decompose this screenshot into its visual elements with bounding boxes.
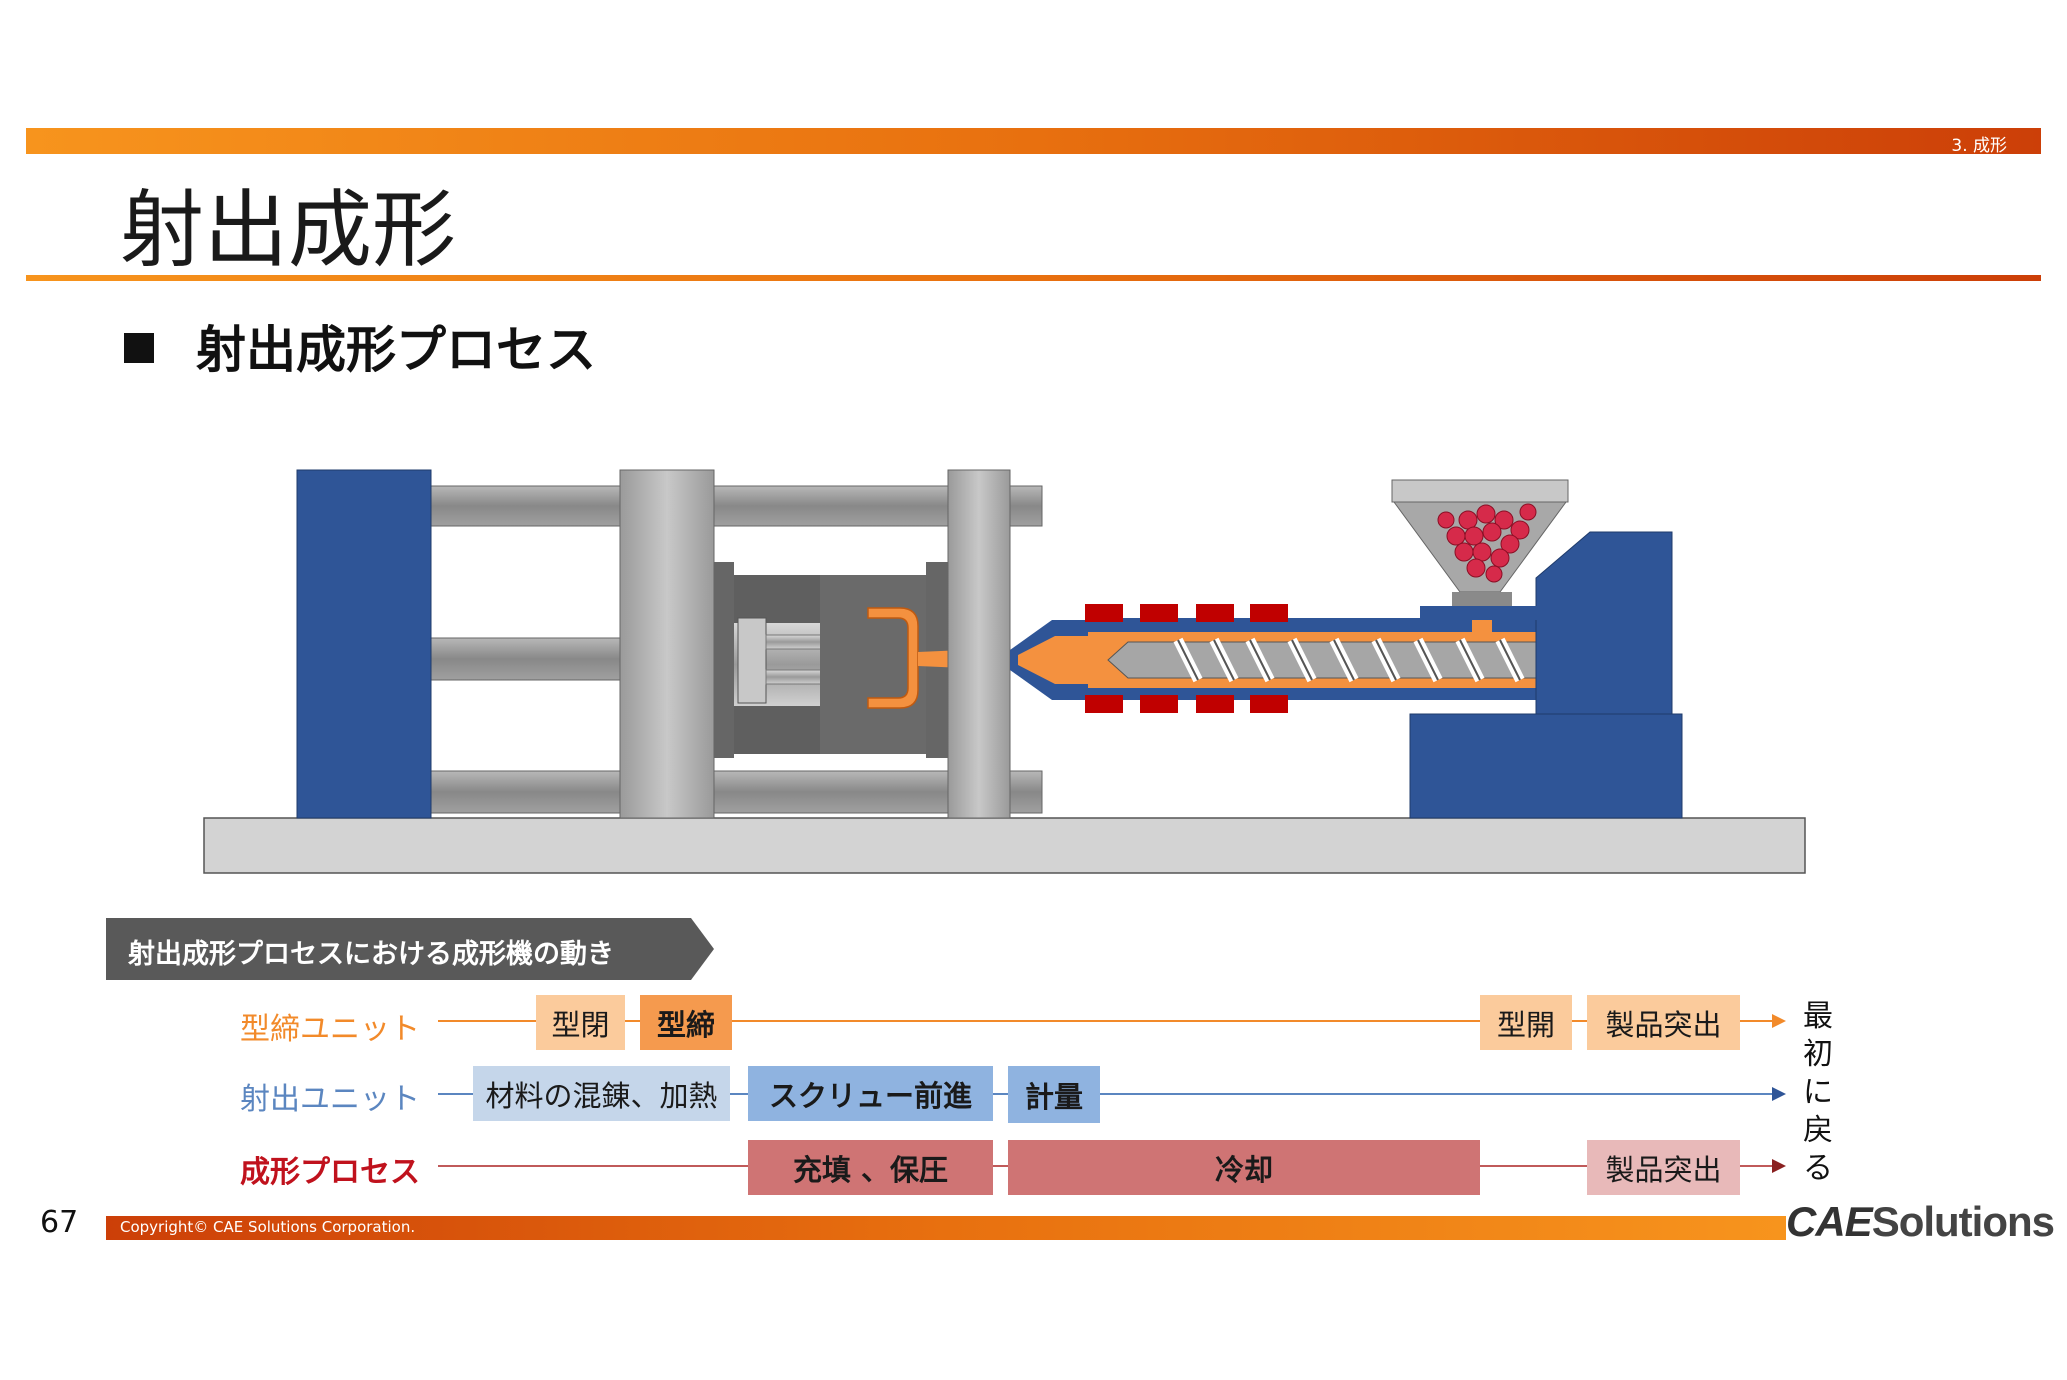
molded-part (867, 607, 919, 709)
step-filling-packing: 充填 、保圧 (748, 1140, 993, 1195)
machine-base (203, 817, 1806, 874)
step-screw-advance: スクリュー前進 (748, 1066, 993, 1121)
title-divider (26, 275, 2041, 281)
section-tag: 3. 成形 (1951, 136, 2007, 156)
step-cooling: 冷却 (1008, 1140, 1480, 1195)
heater-bands (1085, 604, 1288, 713)
step-ejection-clamp: 製品突出 (1587, 995, 1740, 1050)
injection-unit-label: 射出ユニット (240, 1082, 420, 1117)
process-label: 成形プロセス (240, 1155, 420, 1190)
process-arrow-icon (1772, 1159, 1786, 1173)
page-title: 射出成形 (120, 181, 457, 279)
page-number: 67 (40, 1205, 79, 1240)
copyright: Copyright© CAE Solutions Corporation. (120, 1218, 416, 1236)
inject-arrow-icon (1772, 1087, 1786, 1101)
clamp-arrow-icon (1772, 1014, 1786, 1028)
step-metering: 計量 (1008, 1066, 1100, 1123)
step-material-kneading: 材料の混錬、加熱 (473, 1066, 730, 1121)
clamp-unit-label: 型締ユニット (240, 1012, 420, 1047)
chart-header: 射出成形プロセスにおける成形機の動き (106, 918, 714, 980)
chart-header-arrow (106, 918, 714, 980)
injection-unit-base (1409, 713, 1683, 819)
footer-bar (106, 1216, 1786, 1240)
header-bar (26, 128, 2041, 154)
resin-pellets-icon (1437, 503, 1537, 583)
rear-platen (296, 469, 432, 819)
step-mold-open: 型開 (1480, 995, 1572, 1050)
tie-bar-middle (429, 637, 631, 681)
subheading: 射出成形プロセス (124, 310, 596, 382)
drive-unit (1535, 531, 1673, 719)
tie-bar-bottom (429, 770, 1043, 814)
tie-bar-top (429, 485, 1043, 527)
square-bullet-icon (124, 333, 154, 363)
fixed-platen (947, 469, 1011, 819)
step-mold-close: 型閉 (536, 995, 625, 1050)
step-mold-clamp: 型締 (640, 995, 732, 1050)
return-to-start-label: 最 初 に 戻 る (1803, 999, 1833, 1186)
chart-header-label: 射出成形プロセスにおける成形機の動き (128, 939, 614, 970)
mold-core (820, 575, 866, 754)
company-logo: CAESolutions (1786, 1198, 2055, 1245)
moving-platen (619, 469, 715, 819)
subheading-text: 射出成形プロセス (196, 321, 596, 379)
step-ejection-process: 製品突出 (1587, 1140, 1740, 1195)
